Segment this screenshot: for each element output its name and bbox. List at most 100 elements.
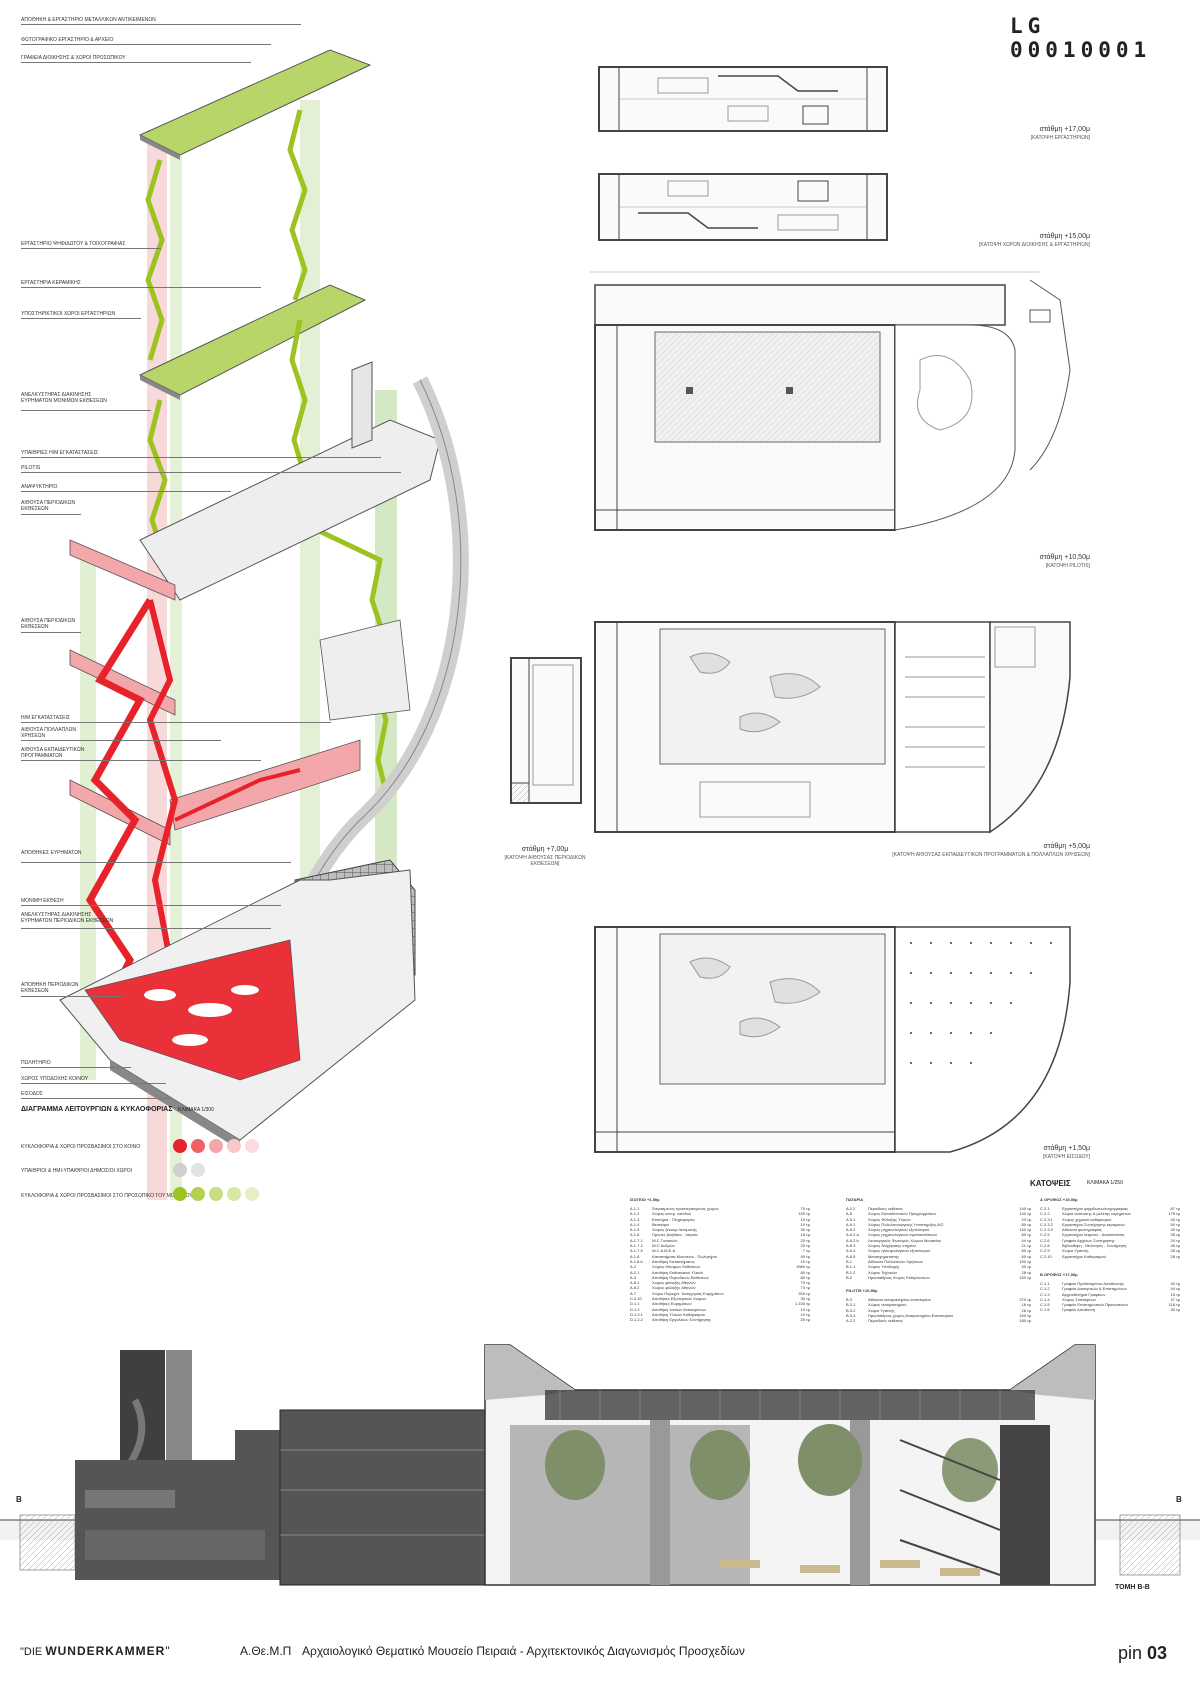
schedule-area: 16 τμ: [800, 1232, 810, 1238]
schedule-space: Αποθήκη λοιπών Αντικειμένων: [652, 1306, 707, 1312]
label-multi-use: ΑΙΘΟΥΣΑ ΠΟΛΛΑΠΛΩΝ ΧΡΗΣΕΩΝ: [21, 727, 76, 739]
schedule-space: Χώρος μηχανολογικών εγκαταστάσεων: [868, 1232, 938, 1238]
schedule-code: A.1.7.5: [630, 1248, 643, 1254]
schedule-code: C.2.5: [1040, 1232, 1050, 1238]
schedule-code: B.3.2: [846, 1307, 856, 1313]
schedule-area: 180 τμ: [1019, 1318, 1031, 1324]
plan-1-name: [ΚΑΤΟΨΗ ΕΙΣΟΔΟΥ]: [1042, 1154, 1090, 1160]
schedule-space: Περιοδικές εκθέσεις: [868, 1206, 903, 1211]
label-support-labs: ΥΠΟΣΤΗΡΙΚΤΙΚΟΙ ΧΩΡΟΙ ΕΡΓΑΣΤΗΡΙΩΝ: [21, 311, 116, 317]
schedule-space: Χώρος ηλεκτρολογικού εξοπλισμού: [868, 1248, 931, 1254]
leader-line: [21, 318, 141, 319]
leader-line: [21, 24, 301, 25]
schedule-code: C.2.8: [1040, 1243, 1050, 1249]
schedule-area: 80 τμ: [800, 1269, 810, 1275]
schedule-space: Εργαστήριο Ιατρείου - Ανασύσταση: [1062, 1232, 1125, 1238]
schedule-area: 10 τμ: [800, 1306, 810, 1312]
section-marker-left: B: [16, 1495, 22, 1504]
schedule-space: W.C Γυναικών: [652, 1237, 678, 1243]
schedule-code: A.5.1: [846, 1216, 856, 1222]
schedule-space: Βιβλιοθήκη - Μελετητές - Συντήρηση: [1062, 1243, 1127, 1249]
schedule-area: 10 τμ: [800, 1221, 810, 1227]
pin-number: pin 03: [1118, 1643, 1167, 1664]
red-stair-1: [85, 598, 153, 1032]
schedule-code: A.7: [630, 1290, 637, 1296]
lift-tower: [1000, 1425, 1050, 1585]
schedule-area: 29 τμ: [1170, 1227, 1180, 1233]
schedule-code: C.2.2: [1040, 1211, 1050, 1217]
plan-level-17: [598, 66, 888, 132]
plan-15-name: [ΚΑΤΟΨΗ ΧΩΡΩΝ ΔΙΟΙΚΗΣΗΣ & ΕΡΓΑΣΤΗΡΙΩΝ]: [979, 242, 1090, 248]
schedule-space: Αποθήκη Περιοδικών Εκθέσεων: [652, 1274, 709, 1280]
mech-slab: [319, 619, 411, 721]
schedule-space: Χώροι Παροχέτ. Κατηγορίας Ευρημάτων: [652, 1290, 724, 1296]
project-code: LG 00010001: [1010, 14, 1152, 62]
schedule-col2-head: ΠΑΤΑΡΙΑ: [846, 1197, 864, 1202]
schedule-space: Αποθήκη Εργαλείων Συντήρησης: [652, 1317, 712, 1323]
plan-1-level: στάθμη +1,50μ: [1043, 1145, 1090, 1152]
schedule-area: 20 τμ: [800, 1317, 810, 1323]
periodic-slab: [69, 649, 176, 716]
tree: [545, 1430, 605, 1500]
schedule-code: A.1.2: [630, 1211, 640, 1217]
plan-5-level: στάθμη +5,00μ: [1043, 843, 1090, 850]
footer-org: Α.Θε.Μ.Π: [240, 1644, 292, 1658]
label-periodic-1: ΑΙΘΟΥΣΑ ΠΕΡΙΟΔΙΚΩΝ ΕΚΘΕΣΕΩΝ: [21, 500, 76, 512]
schedule-code: A.1.3: [630, 1216, 640, 1222]
green-stair-1: [145, 159, 165, 361]
schedule-area: 60 τμ: [1021, 1253, 1031, 1259]
schedule-area: 70 τμ: [800, 1206, 810, 1211]
schedule-code: C.1.4: [1040, 1296, 1050, 1302]
legend-scale: ΚΛΙΜΑΚΑ 1/300: [178, 1107, 214, 1113]
label-education: ΑΙΘΟΥΣΑ ΕΚΠΑΙΔΕΥΤΙΚΩΝ ΠΡΟΓΡΑΜΜΑΤΩΝ: [21, 747, 85, 759]
schedule-space: Εισιτήρια - Πληροφορίες: [652, 1216, 696, 1222]
leader-line: [21, 632, 81, 633]
leader-line: [21, 514, 81, 515]
label-periodic-2: ΑΙΘΟΥΣΑ ΠΕΡΙΟΔΙΚΩΝ ΕΚΘΕΣΕΩΝ: [21, 618, 76, 630]
schedule-space: Αρχειοθετήρια Γραφείων: [1062, 1291, 1106, 1297]
schedule-space: Στεγασμένος προστεγασμένος χώρος: [652, 1206, 719, 1211]
schedule-col2b-head: PILOTIS +10,50μ: [846, 1288, 878, 1293]
label-shop: ΠΩΛΗΤΗΡΙΟ: [21, 1060, 51, 1066]
schedule-code: B.1.2: [846, 1269, 856, 1275]
schedule-area: 150 τμ: [1019, 1274, 1031, 1280]
schedule-code: A.2: [630, 1264, 637, 1270]
schedule-space: Χώρος ξεκουρ./αναμονής: [652, 1227, 698, 1233]
schedule-space: Ημιυπαίθριος Χώρος Εκδηλώσεων: [868, 1274, 930, 1280]
schedule-area: 24 τμ: [1170, 1237, 1180, 1243]
schedule-space: Χώρος κεντρ. εισόδου: [652, 1211, 692, 1217]
schedule-space: W.C A.M.E.A: [652, 1248, 676, 1254]
schedule-area: 80 τμ: [800, 1274, 810, 1280]
schedule-code: A.8.2: [630, 1285, 640, 1291]
schedule-area: 30 τμ: [800, 1296, 810, 1302]
label-mech: Η/Μ ΕΓΚΑΤΑΣΤΑΣΕΙΣ: [21, 715, 70, 721]
plan-level-1-50: [594, 926, 1071, 1153]
section-title: ΤΟΜΗ Β-Β: [1115, 1584, 1150, 1591]
schedule-area: 20 τμ: [800, 1243, 810, 1249]
schedule-area: 150 τμ: [798, 1211, 810, 1217]
schedule-area: 270 τμ: [1019, 1297, 1031, 1302]
schedule-code: C.2.10: [630, 1296, 642, 1302]
schedule-code: D.1.2: [630, 1306, 640, 1312]
